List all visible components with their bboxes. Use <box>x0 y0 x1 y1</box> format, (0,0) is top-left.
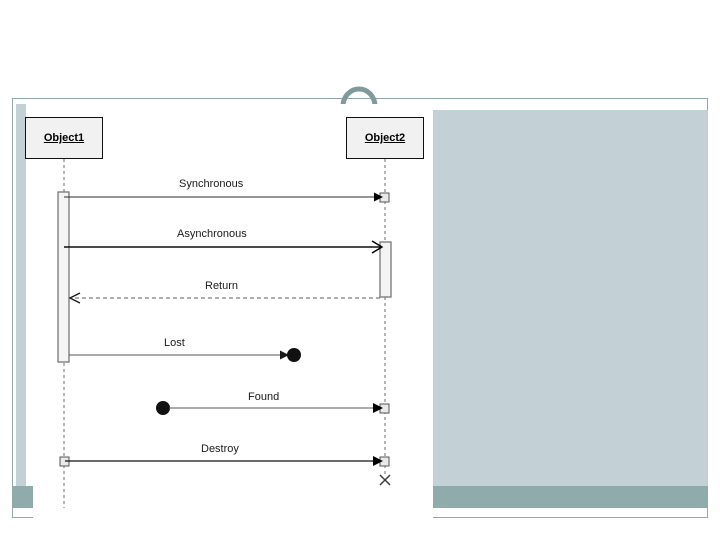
arrowhead-open-return <box>68 292 81 304</box>
activation-bar-obj1 <box>57 191 70 363</box>
arrowhead-open-asynchronous <box>371 240 384 254</box>
diagram-canvas: Object1 Object2 Synchronous Asynchronous… <box>25 104 433 518</box>
message-label-asynchronous: Asynchronous <box>177 228 247 240</box>
page-title <box>34 36 594 76</box>
left-accent-strip <box>16 104 26 508</box>
activation-bar-obj2 <box>379 241 392 298</box>
message-label-return: Return <box>205 280 239 292</box>
arrowhead-filled-lost <box>280 350 289 360</box>
sequence-diagram-svg <box>57 159 392 508</box>
right-content-panel <box>433 110 708 486</box>
message-label-synchronous: Synchronous <box>179 178 244 190</box>
lifeline-label-obj1: Object1 <box>43 132 85 144</box>
lost-endpoint-dot <box>287 348 301 362</box>
lifeline-label-obj2: Object2 <box>364 132 406 144</box>
message-label-lost: Lost <box>164 337 185 349</box>
header-divider <box>12 98 708 99</box>
arrowhead-filled-synchronous <box>374 192 383 202</box>
arrowhead-filled-found <box>373 403 383 413</box>
slide-header <box>12 12 708 99</box>
horseshoe-arc-icon <box>336 79 382 107</box>
arrowhead-filled-destroy <box>373 456 383 466</box>
message-label-destroy: Destroy <box>201 443 239 455</box>
lifeline-box-obj1[interactable]: Object1 <box>25 117 103 159</box>
found-start-dot <box>156 401 170 415</box>
destruction-x-icon <box>379 474 391 486</box>
message-label-found: Found <box>248 391 280 403</box>
lifeline-box-obj2[interactable]: Object2 <box>346 117 424 159</box>
